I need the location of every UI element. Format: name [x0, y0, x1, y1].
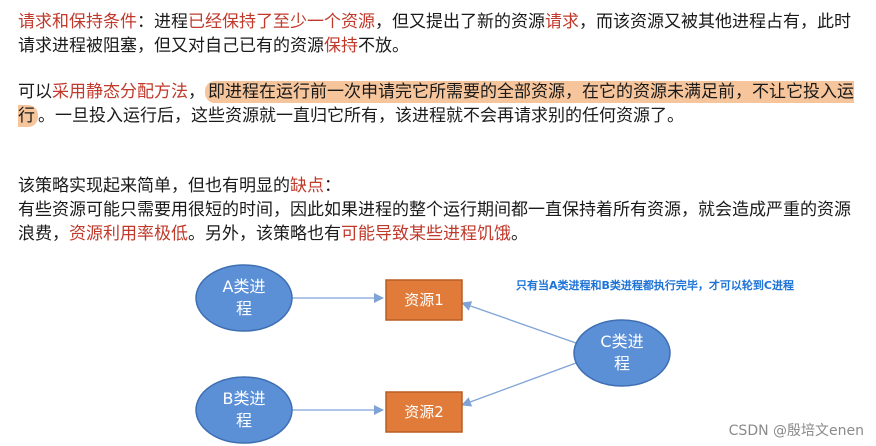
paragraph-static-allocation: 可以采用静态分配方法，即进程在运行前一次申请完它所需要的全部资源，在它的资源未满…	[18, 80, 858, 128]
node-resource-1: 资源1	[385, 279, 463, 321]
emphasis: 缺点	[290, 176, 324, 196]
svg-text:程: 程	[236, 411, 252, 430]
svg-text:资源2: 资源2	[404, 403, 444, 421]
paragraph-hold-and-wait: 请求和保持条件：进程已经保持了至少一个资源，但又提出了新的资源请求，而该资源又被…	[18, 10, 858, 58]
node-process-c: C类进 程	[573, 319, 671, 387]
node-process-a: A类进 程	[195, 264, 293, 332]
svg-text:C类进: C类进	[600, 332, 643, 351]
emphasis: 资源利用率极低	[69, 224, 188, 244]
watermark: CSDN @殷培文enen	[728, 423, 864, 439]
svg-text:程: 程	[614, 354, 630, 373]
text: 可以	[18, 82, 52, 102]
emphasis: 采用静态分配方法	[52, 82, 188, 102]
text: ，但又提出了新的资源	[375, 12, 545, 32]
text: 该策略实现起来简单，但也有明显的	[18, 176, 290, 196]
node-resource-2: 资源2	[385, 391, 463, 433]
text: 有些资源可能只需要用很短的时间，因此如果进程的整个运行期间都一直保持着所有资源，…	[18, 200, 851, 244]
emphasis: 可能导致某些进程饥饿	[341, 224, 511, 244]
svg-text:资源1: 资源1	[404, 291, 444, 309]
text: 不放。	[358, 36, 409, 56]
text: 。	[511, 224, 528, 244]
text: ，	[188, 82, 205, 102]
emphasis: 请求	[545, 12, 579, 32]
text: 。一旦投入运行后，这些资源就一直归它所有，该进程就不会再请求别的任何资源了。	[38, 106, 684, 126]
term-hold-and-wait: 请求和保持条件	[18, 12, 137, 32]
svg-text:A类进: A类进	[223, 277, 266, 296]
text: 。另外，该策略也有	[188, 224, 341, 244]
emphasis: 已经保持了至少一个资源	[188, 12, 375, 32]
arrow-c-to-res1	[461, 301, 577, 344]
svg-text:B类进: B类进	[223, 389, 266, 408]
text: ：进程	[137, 12, 188, 32]
text: ：	[324, 176, 341, 196]
arrow-c-to-res2	[461, 362, 577, 407]
node-process-b: B类进 程	[195, 376, 293, 444]
text: ，而该资源又被其他进程占有，此时请求进程被阻塞，但又对自己已有的资源	[18, 12, 851, 56]
emphasis: 保持	[324, 36, 358, 56]
paragraph-drawbacks: 该策略实现起来简单，但也有明显的缺点： 有些资源可能只需要用很短的时间，因此如果…	[18, 174, 858, 246]
svg-text:程: 程	[236, 299, 252, 318]
diagram-note: 只有当A类进程和B类进程都执行完毕，才可以轮到C进程	[516, 279, 794, 292]
